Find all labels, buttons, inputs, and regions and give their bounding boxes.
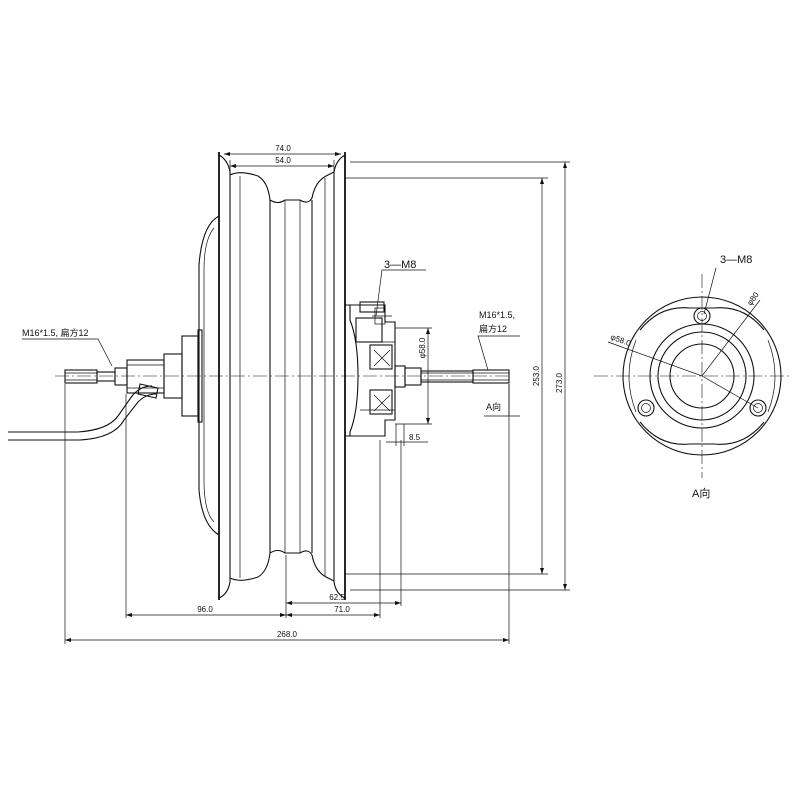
left-cover bbox=[198, 215, 220, 536]
dim-center-offset: 62.5 bbox=[329, 593, 345, 602]
side-labels: 3—M8 M16*1.5, 扁方12 M16*1.5, 扁方12 A向 bbox=[22, 259, 520, 417]
power-cable bbox=[8, 383, 159, 441]
left-hub-boss bbox=[163, 329, 203, 423]
end-view-title: A向 bbox=[692, 486, 710, 500]
right-axle bbox=[394, 365, 510, 388]
dim-outer-height: 273.0 bbox=[555, 372, 564, 393]
dim-rim-width: 74.0 bbox=[275, 144, 291, 153]
end-view: 3—M8 φ80 φ58.0 A向 bbox=[594, 254, 790, 500]
bolt-callout: 3—M8 bbox=[384, 259, 416, 271]
side-dimensions: 74.0 54.0 253.0 273.0 bbox=[64, 144, 570, 644]
left-axle bbox=[64, 359, 165, 394]
wheel-rim bbox=[218, 152, 346, 600]
dim-total-length: 268.0 bbox=[277, 630, 298, 639]
right-thread-label-line2: 扁方12 bbox=[479, 323, 507, 334]
end-flange-diameter: φ58.0 bbox=[609, 332, 632, 348]
dim-left-offset: 96.0 bbox=[197, 605, 213, 614]
outer-flange-circle bbox=[622, 296, 782, 456]
bore-outer-circle bbox=[657, 331, 747, 421]
right-hub-section bbox=[345, 301, 396, 437]
bolt-holes bbox=[637, 307, 767, 417]
bore-inner-circle bbox=[669, 343, 735, 409]
right-thread-label-line1: M16*1.5, bbox=[479, 310, 515, 320]
end-bolt-circle: φ80 bbox=[745, 290, 761, 307]
dim-right-offset: 71.0 bbox=[334, 605, 350, 614]
dim-inner-height: 253.0 bbox=[532, 365, 541, 386]
dim-flange-offset: 8.5 bbox=[409, 433, 421, 442]
end-bolt-callout: 3—M8 bbox=[720, 254, 752, 266]
left-thread-label: M16*1.5, 扁方12 bbox=[22, 327, 89, 338]
dim-rim-inner-width: 54.0 bbox=[275, 156, 291, 165]
dim-flange-diameter: φ58.0 bbox=[418, 337, 427, 358]
view-arrow-label: A向 bbox=[486, 401, 501, 412]
side-view: 74.0 54.0 253.0 273.0 bbox=[8, 144, 570, 644]
